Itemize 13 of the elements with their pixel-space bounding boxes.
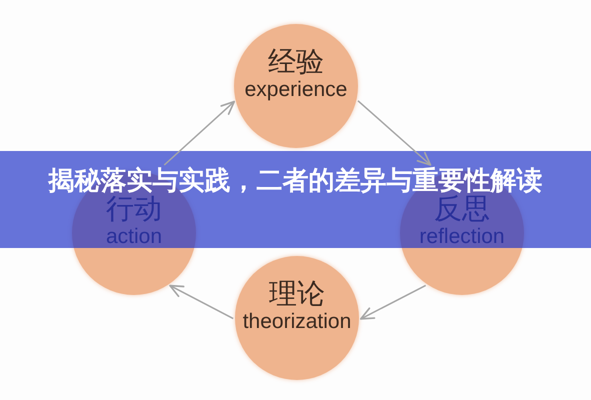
arrow [358, 100, 432, 166]
node-subtitle: reflection [419, 225, 505, 249]
arrow [164, 100, 236, 166]
arrow [169, 284, 234, 320]
node-subtitle: action [106, 225, 162, 249]
node-subtitle: experience [244, 78, 348, 102]
node-title: 行动 [106, 193, 162, 225]
node-title: 反思 [434, 193, 490, 225]
title-text: 揭秘落实与实践，二者的差异与重要性解读 [47, 167, 544, 193]
node-title: 理论 [269, 278, 325, 310]
node-subtitle: theorization [242, 310, 352, 334]
node-title: 经验 [268, 46, 324, 78]
arrow [360, 284, 426, 320]
